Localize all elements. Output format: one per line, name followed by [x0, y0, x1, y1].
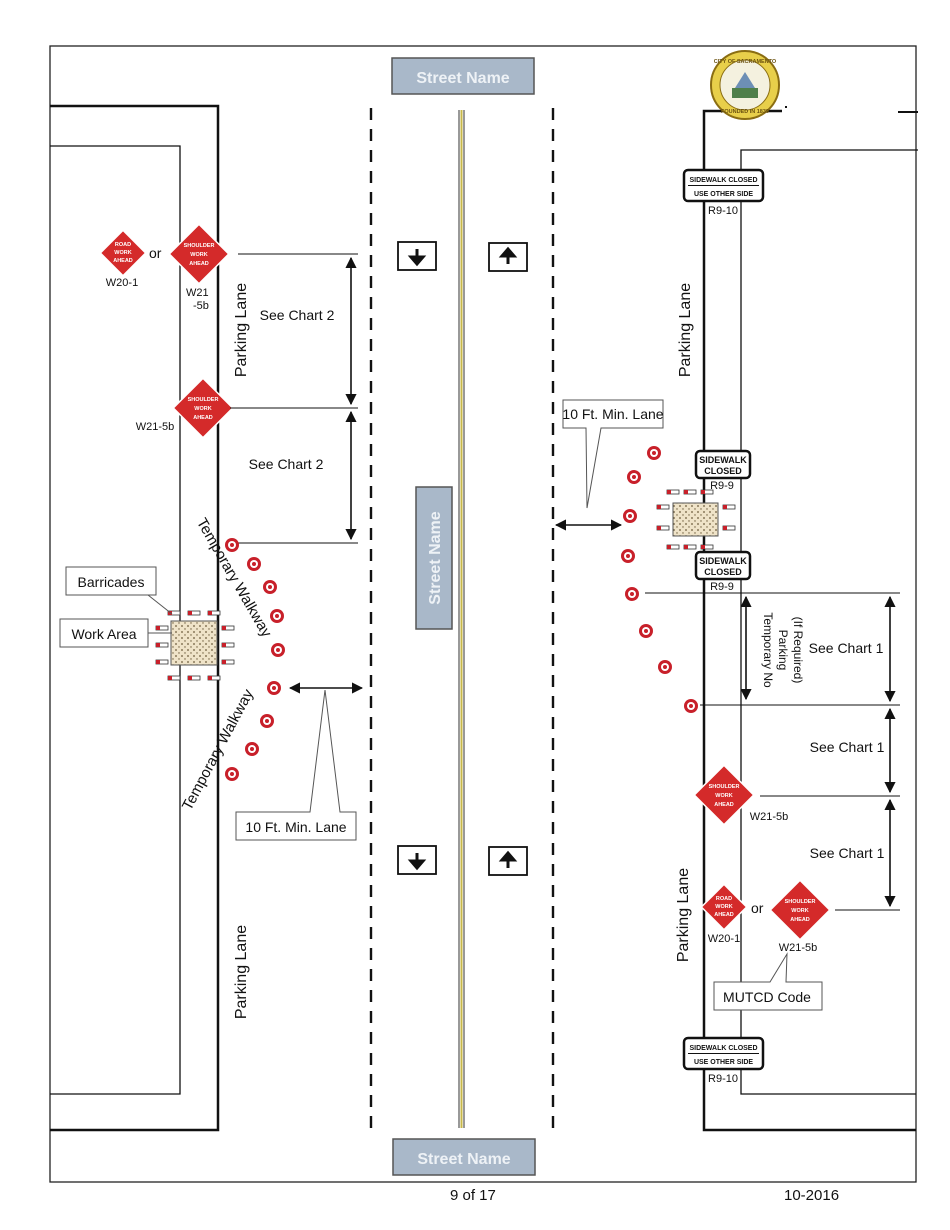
city-seal: CITY OF SACRAMENTO FOUNDED IN 1839	[710, 50, 780, 120]
svg-text:WORK: WORK	[194, 406, 211, 412]
see-chart-2-b: See Chart 2	[249, 456, 324, 472]
svg-text:Barricades: Barricades	[78, 574, 145, 590]
svg-text:SHOULDER: SHOULDER	[785, 899, 816, 905]
svg-text:WORK: WORK	[190, 252, 207, 258]
street-name-bottom: Street Name	[392, 1138, 536, 1176]
code-w20-1-left: W20-1	[106, 277, 138, 289]
see-chart-1-a: See Chart 1	[809, 640, 884, 656]
see-chart-1-b: See Chart 1	[810, 739, 885, 755]
svg-text:AHEAD: AHEAD	[790, 917, 810, 923]
down-arrow-top	[397, 241, 437, 271]
cones-right	[621, 446, 698, 713]
svg-text:USE OTHER SIDE: USE OTHER SIDE	[694, 191, 753, 198]
svg-text:SIDEWALK: SIDEWALK	[699, 455, 747, 465]
svg-text:Street Name: Street Name	[417, 1151, 510, 1168]
revision-date: 10-2016	[784, 1187, 840, 1204]
svg-text:SIDEWALK: SIDEWALK	[699, 556, 747, 566]
svg-text:Parking: Parking	[776, 630, 790, 671]
svg-text:AHEAD: AHEAD	[189, 261, 209, 267]
svg-text:AHEAD: AHEAD	[113, 258, 133, 264]
svg-text:AHEAD: AHEAD	[714, 912, 734, 918]
svg-text:10 Ft. Min. Lane: 10 Ft. Min. Lane	[562, 406, 663, 422]
shoulder-work-ahead-sign-right-mid: SHOULDER WORK AHEAD	[693, 764, 755, 826]
svg-text:10 Ft. Min. Lane: 10 Ft. Min. Lane	[245, 819, 346, 835]
min-lane-callout-right: 10 Ft. Min. Lane	[562, 399, 664, 509]
left-property-line	[50, 145, 181, 1095]
parking-lane-right-bottom: Parking Lane	[675, 868, 692, 962]
parking-lane-left-bottom: Parking Lane	[233, 925, 250, 1019]
road-work-ahead-sign-left: ROAD WORK AHEAD	[99, 229, 147, 277]
work-area-right	[672, 502, 719, 537]
svg-text:FOUNDED IN 1839: FOUNDED IN 1839	[721, 109, 769, 115]
parking-lane-left-top: Parking Lane	[233, 283, 250, 377]
code-r9-9-upper: R9-9	[710, 480, 734, 492]
centerline	[458, 110, 465, 1128]
code-w21-left-top: W21	[186, 287, 209, 299]
road-work-ahead-sign-right: ROAD WORK AHEAD	[700, 883, 748, 931]
code-5b-left-top: -5b	[193, 300, 209, 312]
parking-lane-right-top: Parking Lane	[677, 283, 694, 377]
svg-text:WORK: WORK	[715, 904, 732, 910]
svg-text:AHEAD: AHEAD	[193, 415, 213, 421]
or-label-left: or	[149, 245, 162, 261]
shoulder-work-ahead-sign-left-top: SHOULDER WORK AHEAD	[168, 223, 230, 285]
street-name-top: Street Name	[391, 57, 535, 95]
see-chart-1-c: See Chart 1	[810, 845, 885, 861]
min-lane-callout-left: 10 Ft. Min. Lane	[235, 689, 357, 841]
work-area-left	[170, 620, 218, 666]
code-w21-5b-left: W21-5b	[136, 421, 175, 433]
svg-text:SHOULDER: SHOULDER	[188, 397, 219, 403]
street-name-middle: Street Name	[415, 486, 453, 630]
svg-text:CLOSED: CLOSED	[704, 567, 742, 577]
code-w21-5b-right-mid: W21-5b	[750, 811, 789, 823]
see-chart-2-a: See Chart 2	[260, 307, 335, 323]
svg-text:CLOSED: CLOSED	[704, 466, 742, 476]
code-r9-10-top: R9-10	[708, 205, 738, 217]
svg-text:Work Area: Work Area	[71, 626, 136, 642]
svg-text:USE OTHER SIDE: USE OTHER SIDE	[694, 1059, 753, 1066]
left-property-outline	[50, 104, 220, 1132]
svg-text:MUTCD Code: MUTCD Code	[723, 989, 811, 1005]
up-arrow-top	[488, 242, 528, 272]
svg-text:(If Required): (If Required)	[791, 617, 805, 684]
page-frame	[49, 45, 917, 1183]
up-arrow-bottom	[488, 846, 528, 876]
code-w20-1-right: W20-1	[708, 933, 740, 945]
svg-text:SIDEWALK CLOSED: SIDEWALK CLOSED	[689, 1045, 757, 1052]
svg-text:Street Name: Street Name	[427, 511, 444, 604]
svg-text:SHOULDER: SHOULDER	[709, 784, 740, 790]
down-arrow-bottom	[397, 845, 437, 875]
sidewalk-closed-sign-lower: SIDEWALK CLOSED	[694, 550, 752, 581]
work-area-callout: Work Area	[59, 618, 172, 648]
or-label-right: or	[751, 900, 764, 916]
shoulder-work-ahead-sign-left-mid: SHOULDER WORK AHEAD	[172, 377, 234, 439]
svg-text:Temporary No: Temporary No	[761, 612, 775, 688]
code-r9-9-lower: R9-9	[710, 581, 734, 593]
mutcd-code-callout: MUTCD Code	[713, 952, 823, 1011]
svg-text:Street Name: Street Name	[416, 70, 509, 87]
svg-text:WORK: WORK	[114, 250, 131, 256]
page-number: 9 of 17	[450, 1187, 496, 1204]
svg-text:ROAD: ROAD	[115, 242, 131, 248]
svg-text:SIDEWALK CLOSED: SIDEWALK CLOSED	[689, 177, 757, 184]
code-w21-5b-right-bottom: W21-5b	[779, 942, 818, 954]
sidewalk-closed-use-other-side-sign-top: SIDEWALK CLOSED USE OTHER SIDE	[682, 168, 765, 203]
svg-text:SHOULDER: SHOULDER	[184, 243, 215, 249]
shoulder-work-ahead-sign-right-bottom: SHOULDER WORK AHEAD	[769, 879, 831, 941]
svg-text:CITY OF SACRAMENTO: CITY OF SACRAMENTO	[714, 59, 777, 65]
right-property-outline	[702, 109, 916, 1132]
sidewalk-closed-sign-upper: SIDEWALK CLOSED	[694, 449, 752, 480]
code-r9-10-bottom: R9-10	[708, 1073, 738, 1085]
temporary-no-parking-label: Temporary No Parking (If Required)	[761, 612, 805, 688]
svg-text:WORK: WORK	[715, 793, 732, 799]
svg-text:WORK: WORK	[791, 908, 808, 914]
svg-text:AHEAD: AHEAD	[714, 802, 734, 808]
barricades-callout: Barricades	[65, 566, 173, 615]
sidewalk-closed-use-other-side-sign-bottom: SIDEWALK CLOSED USE OTHER SIDE	[682, 1036, 765, 1071]
svg-text:ROAD: ROAD	[716, 896, 732, 902]
